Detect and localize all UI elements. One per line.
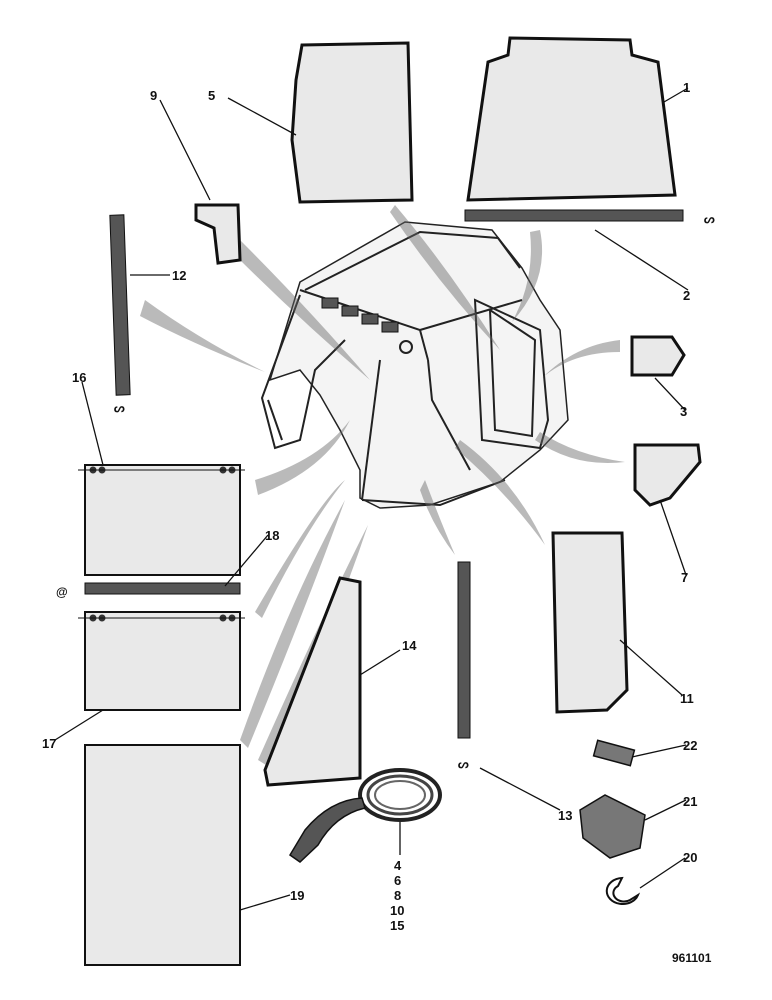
large-screen-panel <box>84 744 241 966</box>
callout-label: 16 <box>72 370 86 385</box>
rear-screen-seal-strip <box>464 209 684 222</box>
horizontal-seal-strip <box>84 582 241 595</box>
callout-label: 2 <box>683 288 690 303</box>
retaining-clip-ring <box>605 876 641 905</box>
callout-label: 1 <box>683 80 690 95</box>
quarter-glass-left <box>194 203 242 265</box>
drawing-reference-number: 961101 <box>672 951 712 965</box>
callout-label: 9 <box>150 88 157 103</box>
callout-label: 13 <box>558 808 572 823</box>
sealing-strip-coil <box>288 768 442 863</box>
seal-profile-icon: ᔕ <box>114 401 125 415</box>
vertical-seal-strip-left <box>109 214 131 396</box>
callout-label: 17 <box>42 736 56 751</box>
callout-label: 22 <box>683 738 697 753</box>
seal-profile-icon: @ <box>56 585 68 599</box>
roof-vent-grille <box>321 297 399 333</box>
callout-label: 14 <box>402 638 417 653</box>
front-screen-triangle <box>263 576 362 787</box>
lower-windscreen-panel <box>84 611 241 711</box>
quarter-glass-right-lower <box>633 443 702 507</box>
stack-label: 6 <box>394 873 401 888</box>
stack-label: 4 <box>394 858 402 873</box>
callout-label: 3 <box>680 404 687 419</box>
leader-lines <box>54 87 689 911</box>
stacked-callout-labels: 4 6 8 10 15 <box>390 858 404 933</box>
rear-screen-glass <box>466 36 677 202</box>
filler-strip-piece <box>592 739 636 767</box>
upper-door-glass <box>290 41 414 204</box>
side-glass-right <box>551 531 629 714</box>
seal-profile-icon: ᔕ <box>458 757 469 771</box>
quarter-glass-right-upper <box>630 335 686 377</box>
corner-block <box>579 794 646 859</box>
callout-label: 19 <box>290 888 304 903</box>
upper-windscreen-panel <box>84 464 241 576</box>
callout-label: 20 <box>683 850 697 865</box>
cab-body <box>260 221 569 509</box>
vertical-seal-strip-center <box>457 561 471 739</box>
stack-label: 8 <box>394 888 401 903</box>
callout-label: 18 <box>265 528 279 543</box>
callout-label: 7 <box>681 570 688 585</box>
callout-label: 12 <box>172 268 186 283</box>
stack-label: 10 <box>390 903 404 918</box>
seal-profile-icon: ᔕ <box>704 212 715 226</box>
windscreen-hinges <box>78 466 245 622</box>
callout-label: 21 <box>683 794 697 809</box>
stack-label: 15 <box>390 918 404 933</box>
roof-light-icon <box>399 340 413 354</box>
callout-label: 5 <box>208 88 215 103</box>
callout-label: 11 <box>680 691 694 706</box>
